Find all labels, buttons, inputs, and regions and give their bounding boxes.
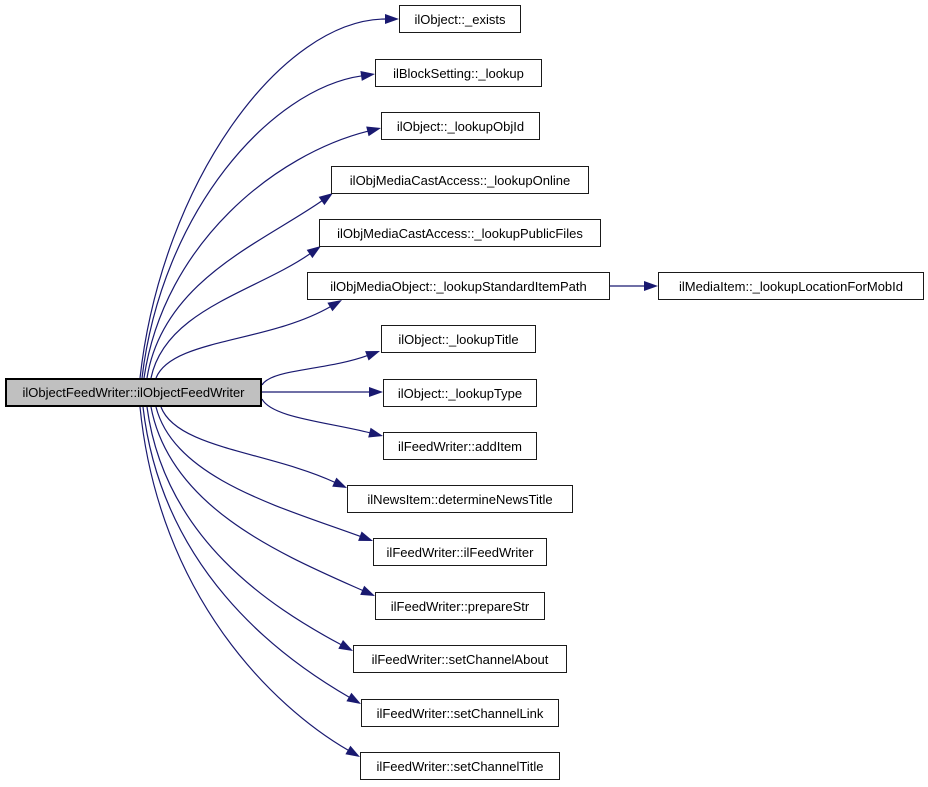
- graph-node-root: ilObjectFeedWriter::ilObjectFeedWriter: [5, 378, 262, 407]
- edge-root-to-additem: [261, 398, 371, 434]
- arrowhead-root-to-preparestr: [360, 585, 375, 596]
- arrowhead-root-to-exists: [385, 14, 399, 24]
- edge-root-to-determinenewstitle: [160, 406, 336, 484]
- graph-node-lookup-objid[interactable]: ilObject::_lookupObjId: [381, 112, 540, 140]
- arrowhead-root-to-lookup-publicfiles: [306, 246, 321, 259]
- graph-node-setchanneltitle[interactable]: ilFeedWriter::setChannelTitle: [360, 752, 560, 780]
- graph-node-ilfeedwriter[interactable]: ilFeedWriter::ilFeedWriter: [373, 538, 547, 566]
- arrowhead-lookup-standarditempath-to-lookup-locationformobid: [644, 281, 658, 291]
- graph-node-additem[interactable]: ilFeedWriter::addItem: [383, 432, 537, 460]
- graph-node-setchannelabout[interactable]: ilFeedWriter::setChannelAbout: [353, 645, 567, 673]
- arrowhead-root-to-setchannelabout: [338, 640, 353, 651]
- graph-node-setchannellink[interactable]: ilFeedWriter::setChannelLink: [361, 699, 559, 727]
- graph-node-blocksetting-lookup[interactable]: ilBlockSetting::_lookup: [375, 59, 542, 87]
- graph-node-lookup-publicfiles[interactable]: ilObjMediaCastAccess::_lookupPublicFiles: [319, 219, 601, 247]
- arrowhead-root-to-lookup-online: [318, 193, 333, 206]
- graph-node-preparestr[interactable]: ilFeedWriter::prepareStr: [375, 592, 545, 620]
- edge-root-to-lookup-objid: [143, 130, 369, 379]
- edge-root-to-ilfeedwriter: [155, 406, 362, 538]
- edge-root-to-lookup-standarditempath: [155, 305, 331, 379]
- arrowhead-root-to-lookup-standarditempath: [327, 300, 342, 312]
- graph-node-lookup-standarditempath[interactable]: ilObjMediaObject::_lookupStandardItemPat…: [307, 272, 610, 300]
- edge-root-to-exists: [139, 18, 387, 379]
- edge-root-to-setchanneltitle: [139, 406, 350, 752]
- edge-root-to-preparestr: [150, 406, 364, 592]
- edge-root-to-lookup-online: [146, 200, 323, 379]
- edge-root-to-setchannellink: [142, 406, 351, 699]
- arrowhead-root-to-lookup-objid: [366, 126, 381, 137]
- graph-node-lookup-title[interactable]: ilObject::_lookupTitle: [381, 325, 536, 353]
- arrowhead-root-to-ilfeedwriter: [358, 531, 373, 541]
- graph-node-exists[interactable]: ilObject::_exists: [399, 5, 521, 33]
- edge-root-to-lookup-publicfiles: [150, 253, 311, 379]
- arrowhead-root-to-lookup-type: [369, 387, 383, 397]
- arrowhead-root-to-determinenewstitle: [332, 477, 347, 488]
- arrowhead-root-to-blocksetting-lookup: [360, 71, 375, 81]
- graph-node-determinenewstitle[interactable]: ilNewsItem::determineNewsTitle: [347, 485, 573, 513]
- graph-node-lookup-type[interactable]: ilObject::_lookupType: [383, 379, 537, 407]
- graph-node-lookup-online[interactable]: ilObjMediaCastAccess::_lookupOnline: [331, 166, 589, 194]
- graph-node-lookup-locationformobid[interactable]: ilMediaItem::_lookupLocationForMobId: [658, 272, 924, 300]
- edge-root-to-blocksetting-lookup: [141, 75, 363, 379]
- arrowhead-root-to-additem: [368, 427, 383, 438]
- arrowhead-root-to-lookup-title: [365, 351, 380, 361]
- arrowhead-root-to-setchannellink: [346, 692, 361, 704]
- arrowhead-root-to-setchanneltitle: [345, 745, 360, 757]
- edge-root-to-lookup-title: [261, 354, 369, 386]
- edge-root-to-setchannelabout: [146, 406, 342, 646]
